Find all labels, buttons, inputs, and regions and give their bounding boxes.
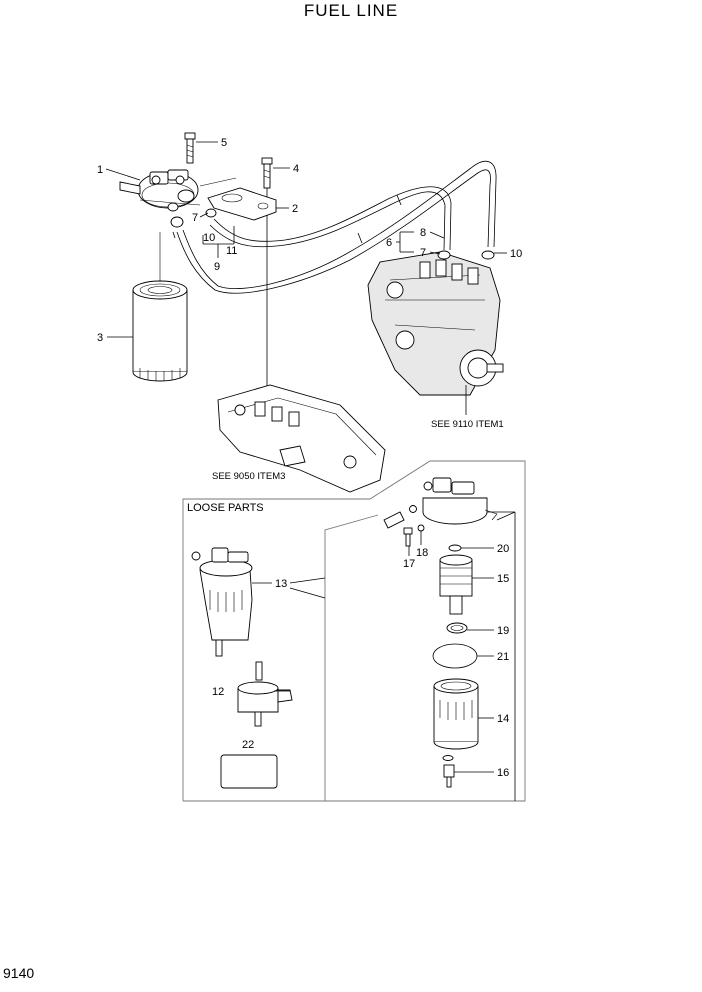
fuel-filter-cartridge (132, 232, 188, 382)
filter-bowl-14 (433, 678, 479, 750)
bolt-5 (184, 132, 196, 164)
label-plate (220, 754, 278, 789)
diagram-title: FUEL LINE (304, 1, 398, 20)
callout-5: 5 (221, 137, 227, 149)
o-ring-20 (448, 544, 462, 552)
ref-injection-pump: SEE 9110 ITEM1 (431, 419, 504, 430)
callout-11: 11 (226, 245, 237, 257)
loose-parts-label: LOOSE PARTS (187, 502, 264, 514)
callout-2: 2 (292, 203, 298, 215)
page-number: 9140 (3, 965, 34, 981)
bolt-4 (261, 157, 273, 395)
injection-pump (367, 250, 504, 415)
ref-cylinder-head: SEE 9050 ITEM3 (212, 471, 285, 482)
callout-21: 21 (497, 651, 509, 663)
drain-plug-16 (442, 755, 455, 788)
callout-15: 15 (497, 573, 509, 585)
callout-3: 3 (97, 332, 103, 344)
callout-17: 17 (403, 558, 415, 570)
callout-6: 6 (386, 237, 392, 249)
fuel-filter-head (119, 169, 201, 209)
callout-10a: 10 (203, 232, 215, 244)
o-ring-21 (432, 643, 478, 669)
loose-parts-frame (182, 460, 526, 802)
separator-head (422, 477, 498, 525)
callout-12: 12 (212, 686, 224, 698)
water-separator-assembly (191, 547, 253, 657)
callout-18: 18 (416, 547, 428, 559)
callout-10b: 10 (510, 248, 522, 260)
fittings-7-10 (167, 202, 217, 228)
ring-19 (446, 622, 468, 634)
callout-8: 8 (420, 227, 426, 239)
cylinder-head-part (217, 384, 386, 493)
callout-16: 16 (497, 767, 509, 779)
callout-7b: 7 (420, 247, 426, 259)
bracket-2 (199, 177, 277, 221)
fuel-pipes (172, 160, 497, 294)
bleed-screw-17-18 (383, 505, 425, 547)
callout-9: 9 (214, 261, 220, 273)
callout-4: 4 (293, 163, 299, 175)
callout-19: 19 (497, 625, 509, 637)
callout-7a: 7 (192, 212, 198, 224)
callout-22: 22 (242, 739, 254, 751)
callout-numbers: 1 2 3 4 5 6 7 7 8 9 10 10 11 12 13 14 15… (97, 137, 522, 779)
filter-element-15 (439, 554, 473, 615)
callout-1: 1 (97, 164, 103, 176)
inline-fuel-filter (237, 661, 293, 727)
callout-20: 20 (497, 543, 509, 555)
callout-13: 13 (275, 578, 287, 590)
leader-lines (105, 141, 516, 801)
callout-14: 14 (497, 713, 509, 725)
